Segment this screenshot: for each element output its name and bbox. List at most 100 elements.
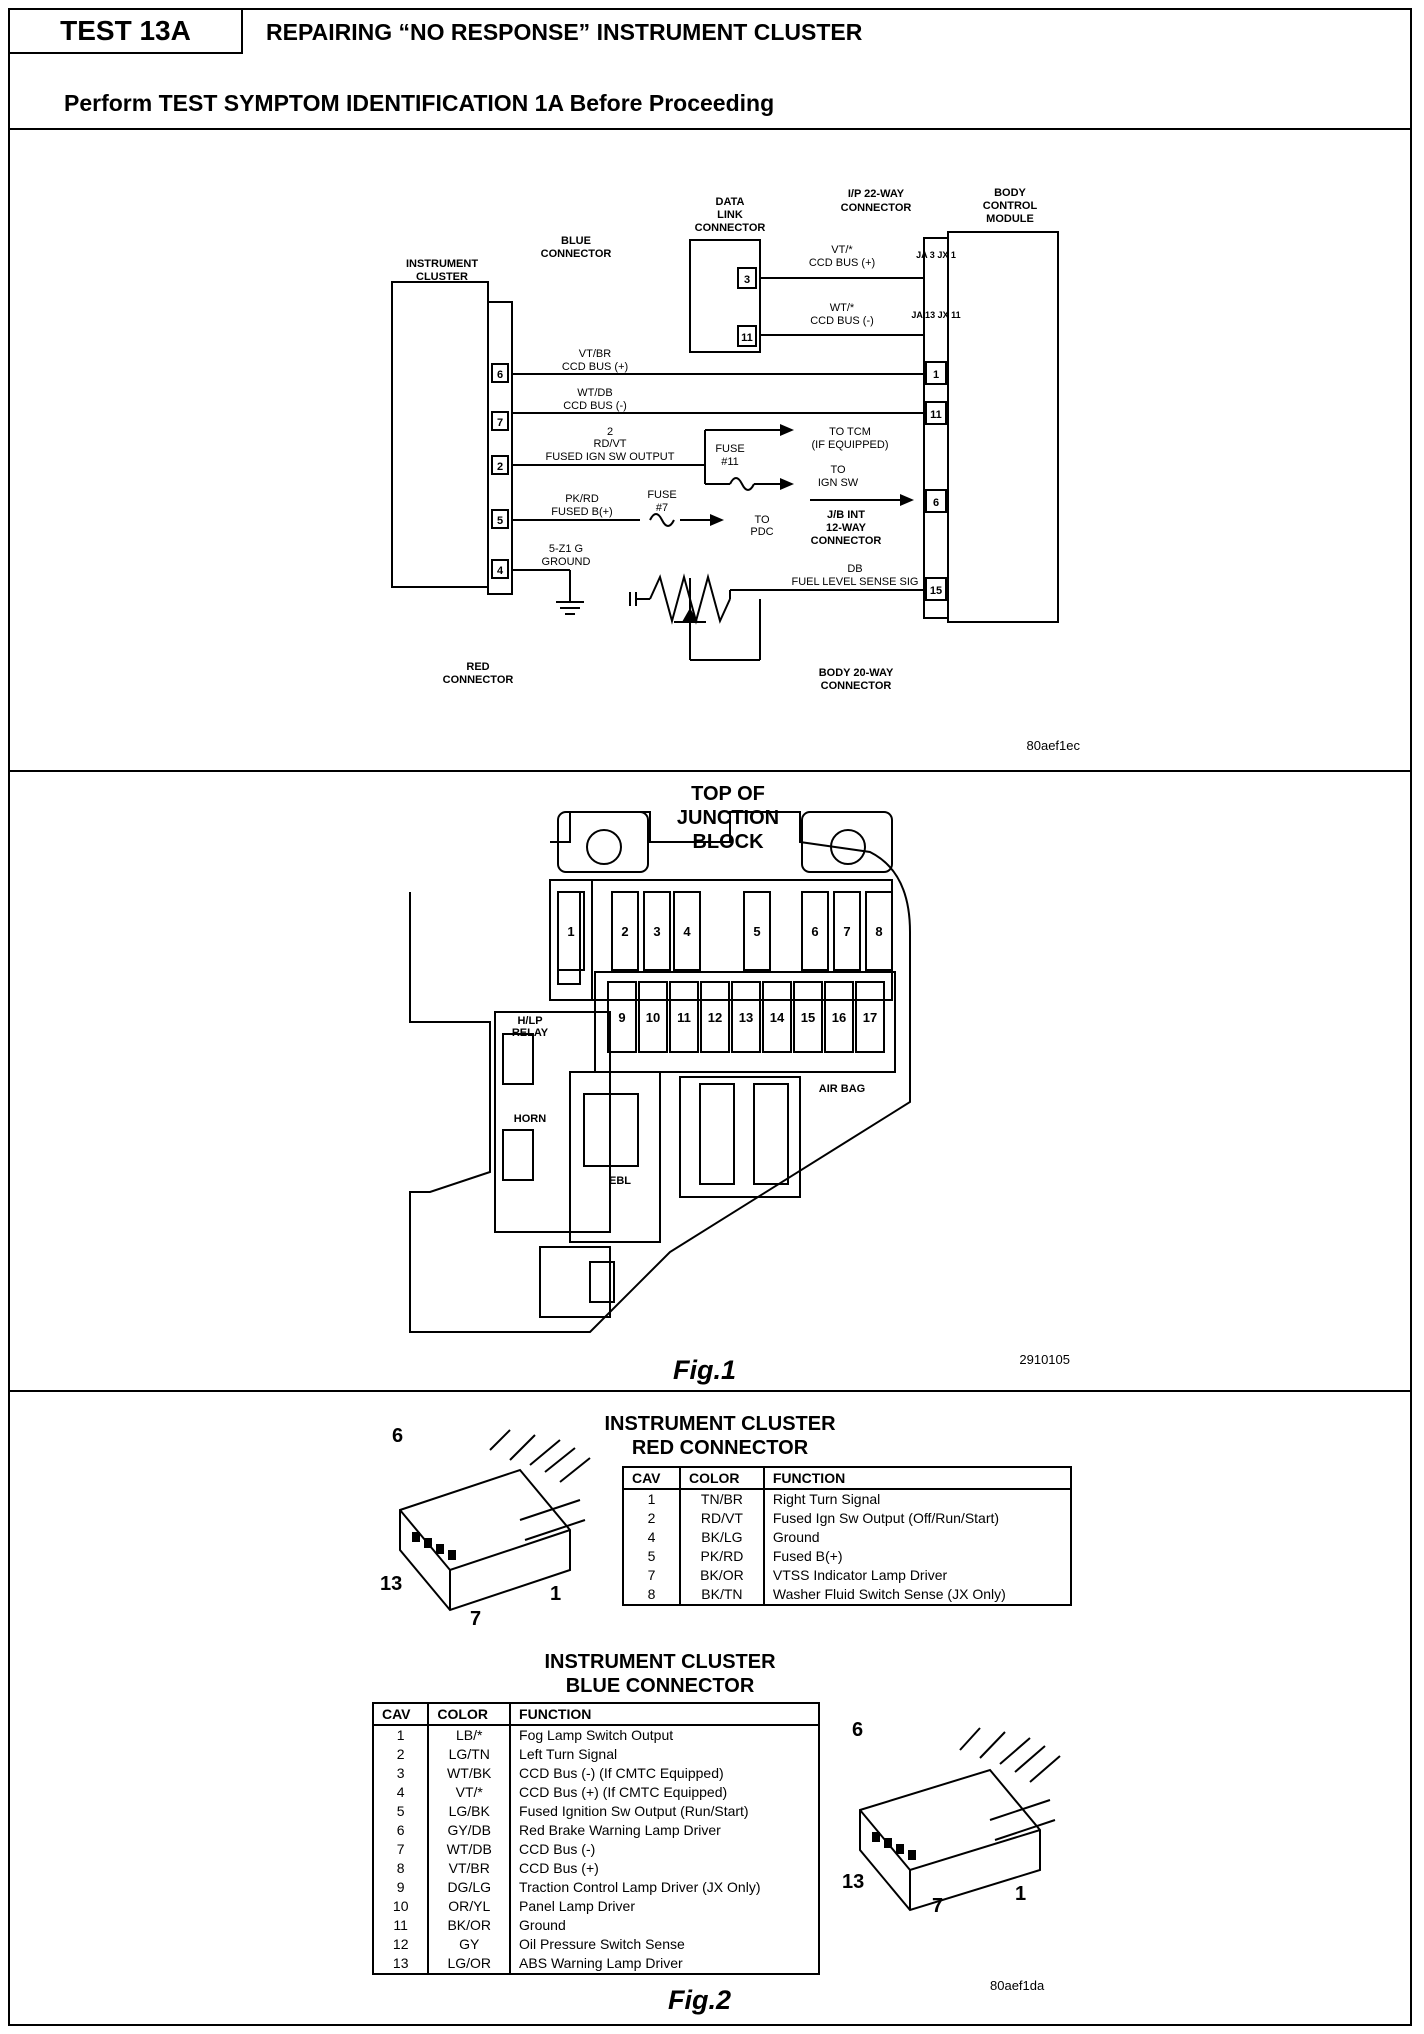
color-cell: WT/DB (428, 1840, 512, 1859)
cav-cell: 4 (623, 1528, 681, 1547)
bcm-pin: 1 (933, 369, 939, 381)
cav-cell: 1 (623, 1489, 681, 1509)
function-cell: Fog Lamp Switch Output (519, 1727, 674, 1743)
color-cell: BK/LG (679, 1528, 765, 1547)
cluster-pin: 2 (497, 461, 503, 473)
function-cell: Traction Control Lamp Driver (JX Only) (519, 1879, 761, 1895)
instrument-cluster-box (391, 281, 489, 588)
ebl-relay-box (569, 1071, 661, 1243)
fuse-slot (731, 981, 761, 1053)
wire-wtdb-2: CCD BUS (-) (563, 400, 627, 412)
bcm-pin: 11 (930, 409, 942, 421)
lbl-ip22-1: I/P 22-WAY (848, 188, 905, 200)
fuse-slot (643, 891, 671, 971)
fuse-number: 3 (653, 924, 660, 939)
wire-fuel-1: DB (847, 563, 862, 575)
wire-rdvt-2: RD/VT (594, 438, 627, 450)
lbl-jb-int-1: J/B INT (827, 509, 865, 521)
function-cell: Fused Ignition Sw Output (Run/Start) (519, 1803, 749, 1819)
air-bag-label: AIR BAG (819, 1083, 865, 1095)
fuse-number: 9 (618, 1010, 625, 1025)
red-connector-illustration: 6 13 7 1 (380, 1425, 591, 1630)
fuse-number: 1 (567, 924, 574, 939)
red-callout-1: 1 (550, 1583, 561, 1605)
to-tcm-2: (IF EQUIPPED) (811, 439, 888, 451)
color-cell: RD/VT (679, 1509, 765, 1528)
lbl-red-connector-1: RED (466, 661, 489, 673)
cluster-pin: 7 (497, 417, 503, 429)
bcm-pin-ja13: JA 13 JX 11 (911, 310, 960, 320)
fuse-number: 15 (801, 1010, 815, 1025)
color-cell: LG/BK (428, 1802, 512, 1821)
cav-cell: 7 (623, 1566, 681, 1585)
lbl-bcm-2: CONTROL (983, 200, 1038, 212)
blue-callout-1: 1 (1015, 1883, 1026, 1905)
wiring-diagram: INSTRUMENT CLUSTER BLUE CONNECTOR RED CO… (391, 187, 1081, 753)
blue-title-1: INSTRUMENT CLUSTER (544, 1651, 776, 1673)
color-cell: GY (428, 1935, 512, 1954)
bcm-pin-ja3: JA 3 JX 1 (916, 250, 956, 260)
blue-code: 80aef1da (990, 1978, 1045, 1993)
wiring-code: 80aef1ec (1027, 738, 1081, 753)
wire-pkrd-1: PK/RD (565, 493, 599, 505)
red-title-2: RED CONNECTOR (631, 1437, 809, 1459)
blue-callout-13: 13 (842, 1871, 864, 1893)
hlp-relay-label-1: H/LP (517, 1015, 542, 1027)
fuse-number: 11 (677, 1010, 691, 1025)
mount-hole-right (830, 829, 866, 865)
fuse-slot (824, 981, 854, 1053)
color-cell: BK/OR (679, 1566, 765, 1585)
cluster-pin: 5 (497, 515, 503, 527)
fuse-slot (673, 891, 701, 971)
jb-outline (409, 811, 911, 1333)
blue-connector-illustration: 6 13 7 1 (842, 1719, 1061, 1917)
fuse-slot (669, 981, 699, 1053)
function-cell: Panel Lamp Driver (519, 1898, 635, 1914)
cav-cell: 8 (623, 1585, 681, 1605)
dlc-pin: 3 (744, 274, 750, 286)
cav-cell: 11 (373, 1916, 430, 1935)
fuse-slot (611, 891, 639, 971)
function-cell: ABS Warning Lamp Driver (519, 1955, 683, 1971)
lbl-bcm-3: MODULE (986, 213, 1034, 225)
color-cell: VT/BR (428, 1859, 512, 1878)
wire-fuel-2: FUEL LEVEL SENSE SIG (792, 576, 919, 588)
function-cell: Fused Ign Sw Output (Off/Run/Start) (772, 1510, 1000, 1526)
wire-rdvt-3: FUSED IGN SW OUTPUT (546, 451, 675, 463)
jb-title-1: TOP OF (691, 783, 765, 805)
hlp-relay-box (494, 1011, 611, 1233)
to-tcm-1: TO TCM (829, 426, 871, 438)
mount-hole-left (586, 829, 622, 865)
fuse-number: 7 (843, 924, 850, 939)
function-cell: VTSS Indicator Lamp Driver (772, 1567, 948, 1583)
cav-cell: 5 (373, 1802, 430, 1821)
lbl-jb-int-3: CONNECTOR (811, 535, 882, 547)
jb-title-2: JUNCTION (677, 807, 779, 829)
blue-callout-6: 6 (852, 1719, 863, 1741)
dlc-pin: 11 (741, 332, 753, 344)
jb-code: 2910105 (1019, 1352, 1070, 1367)
col-color: COLOR (428, 1703, 512, 1726)
fuse-slot (833, 891, 861, 971)
wire-wt-1: WT/* (830, 302, 855, 314)
hlp-relay-label-2: RELAY (512, 1027, 549, 1039)
to-ign-2: IGN SW (818, 477, 859, 489)
page-subtitle: Perform TEST SYMPTOM IDENTIFICATION 1A B… (64, 90, 775, 116)
wire-ground-1: 5-Z1 G (549, 543, 583, 555)
blue-connector-title: INSTRUMENT CLUSTER BLUE CONNECTOR (510, 1650, 810, 1698)
fuse-number: 14 (770, 1010, 785, 1025)
horn-label: HORN (514, 1113, 546, 1125)
color-cell: LG/OR (428, 1954, 512, 1974)
fuse11-1: FUSE (715, 443, 744, 455)
